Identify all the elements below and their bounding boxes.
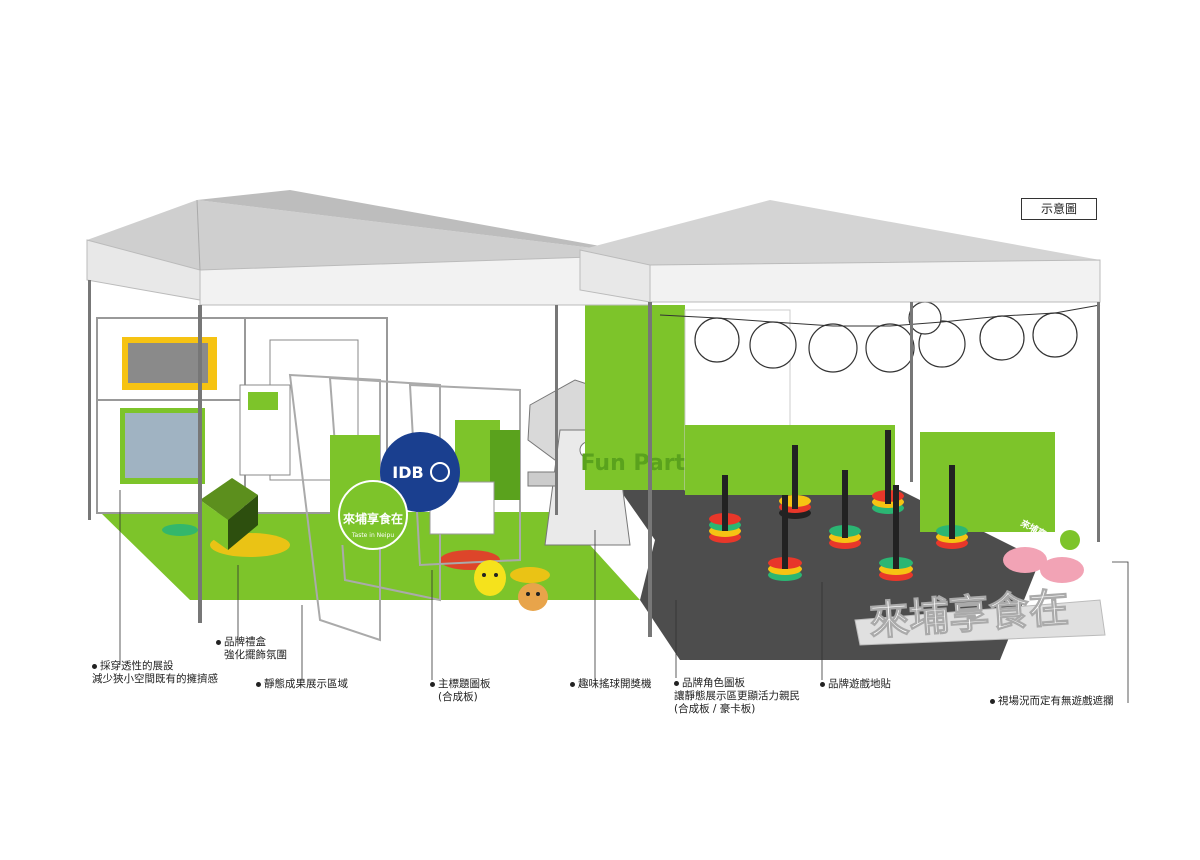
right-tent (579, 200, 1101, 637)
bullet-icon (256, 681, 261, 687)
green-board-3 (490, 430, 520, 500)
main-title-text: 來埔享食在 (343, 511, 403, 526)
hanging-balloon-circles (694, 301, 1078, 373)
bullet-icon (990, 698, 995, 704)
right-back-wall-green (585, 305, 685, 490)
gift-box-cube (200, 478, 258, 550)
bullet-icon (674, 680, 679, 686)
annotation-game-barrier: 視場況而定有無遊戲遮攔 (990, 695, 1114, 708)
annotation-lottery-machine: 趣味搖球開獎機 (570, 678, 652, 691)
bullet-icon (216, 639, 221, 645)
fun-party-wall-text: Fun Party (580, 451, 699, 476)
idb-logo-text: IDB (392, 463, 423, 482)
annotation-transparent-display: 採穿透性的展設 減少狹小空間既有的擁擠感 (92, 660, 218, 685)
green-board-small (248, 392, 278, 410)
pear-character (518, 583, 548, 611)
left-tent (86, 190, 651, 623)
pig-characters (1003, 530, 1084, 583)
bullet-icon (92, 663, 97, 669)
annotation-static-display: 靜態成果展示區域 (256, 678, 348, 691)
main-title-circle (338, 480, 408, 550)
photo-board-1-inner (128, 343, 208, 383)
photo-board-2-inner (125, 413, 200, 478)
idb-emblem-icon (430, 462, 450, 482)
annotation-main-title-board: 主標題圖板 (合成板) (430, 678, 491, 704)
idb-logo-circle (380, 432, 460, 512)
bullet-icon (430, 681, 435, 687)
right-side-banner (920, 432, 1055, 532)
bullet-icon (820, 681, 825, 687)
annotation-character-board: 品牌角色圖板 讓靜態展示區更顯活力親民 (合成板 / 豪卡板) (674, 677, 800, 715)
balloon-string (659, 304, 1101, 327)
leader-lines (119, 490, 1129, 703)
right-back-banner (685, 425, 895, 495)
annotation-floor-sticker: 品牌遊戲地貼 (820, 678, 891, 691)
annotation-gift-box: 品牌禮盒 強化擺飾氛圍 (216, 636, 287, 662)
lemon-character (474, 560, 506, 596)
bullet-icon (570, 681, 575, 687)
ring-toss-pegs (709, 430, 968, 581)
illustration-badge: 示意圖 (1021, 198, 1097, 220)
main-title-subtitle: Taste in Neipu (351, 532, 394, 539)
